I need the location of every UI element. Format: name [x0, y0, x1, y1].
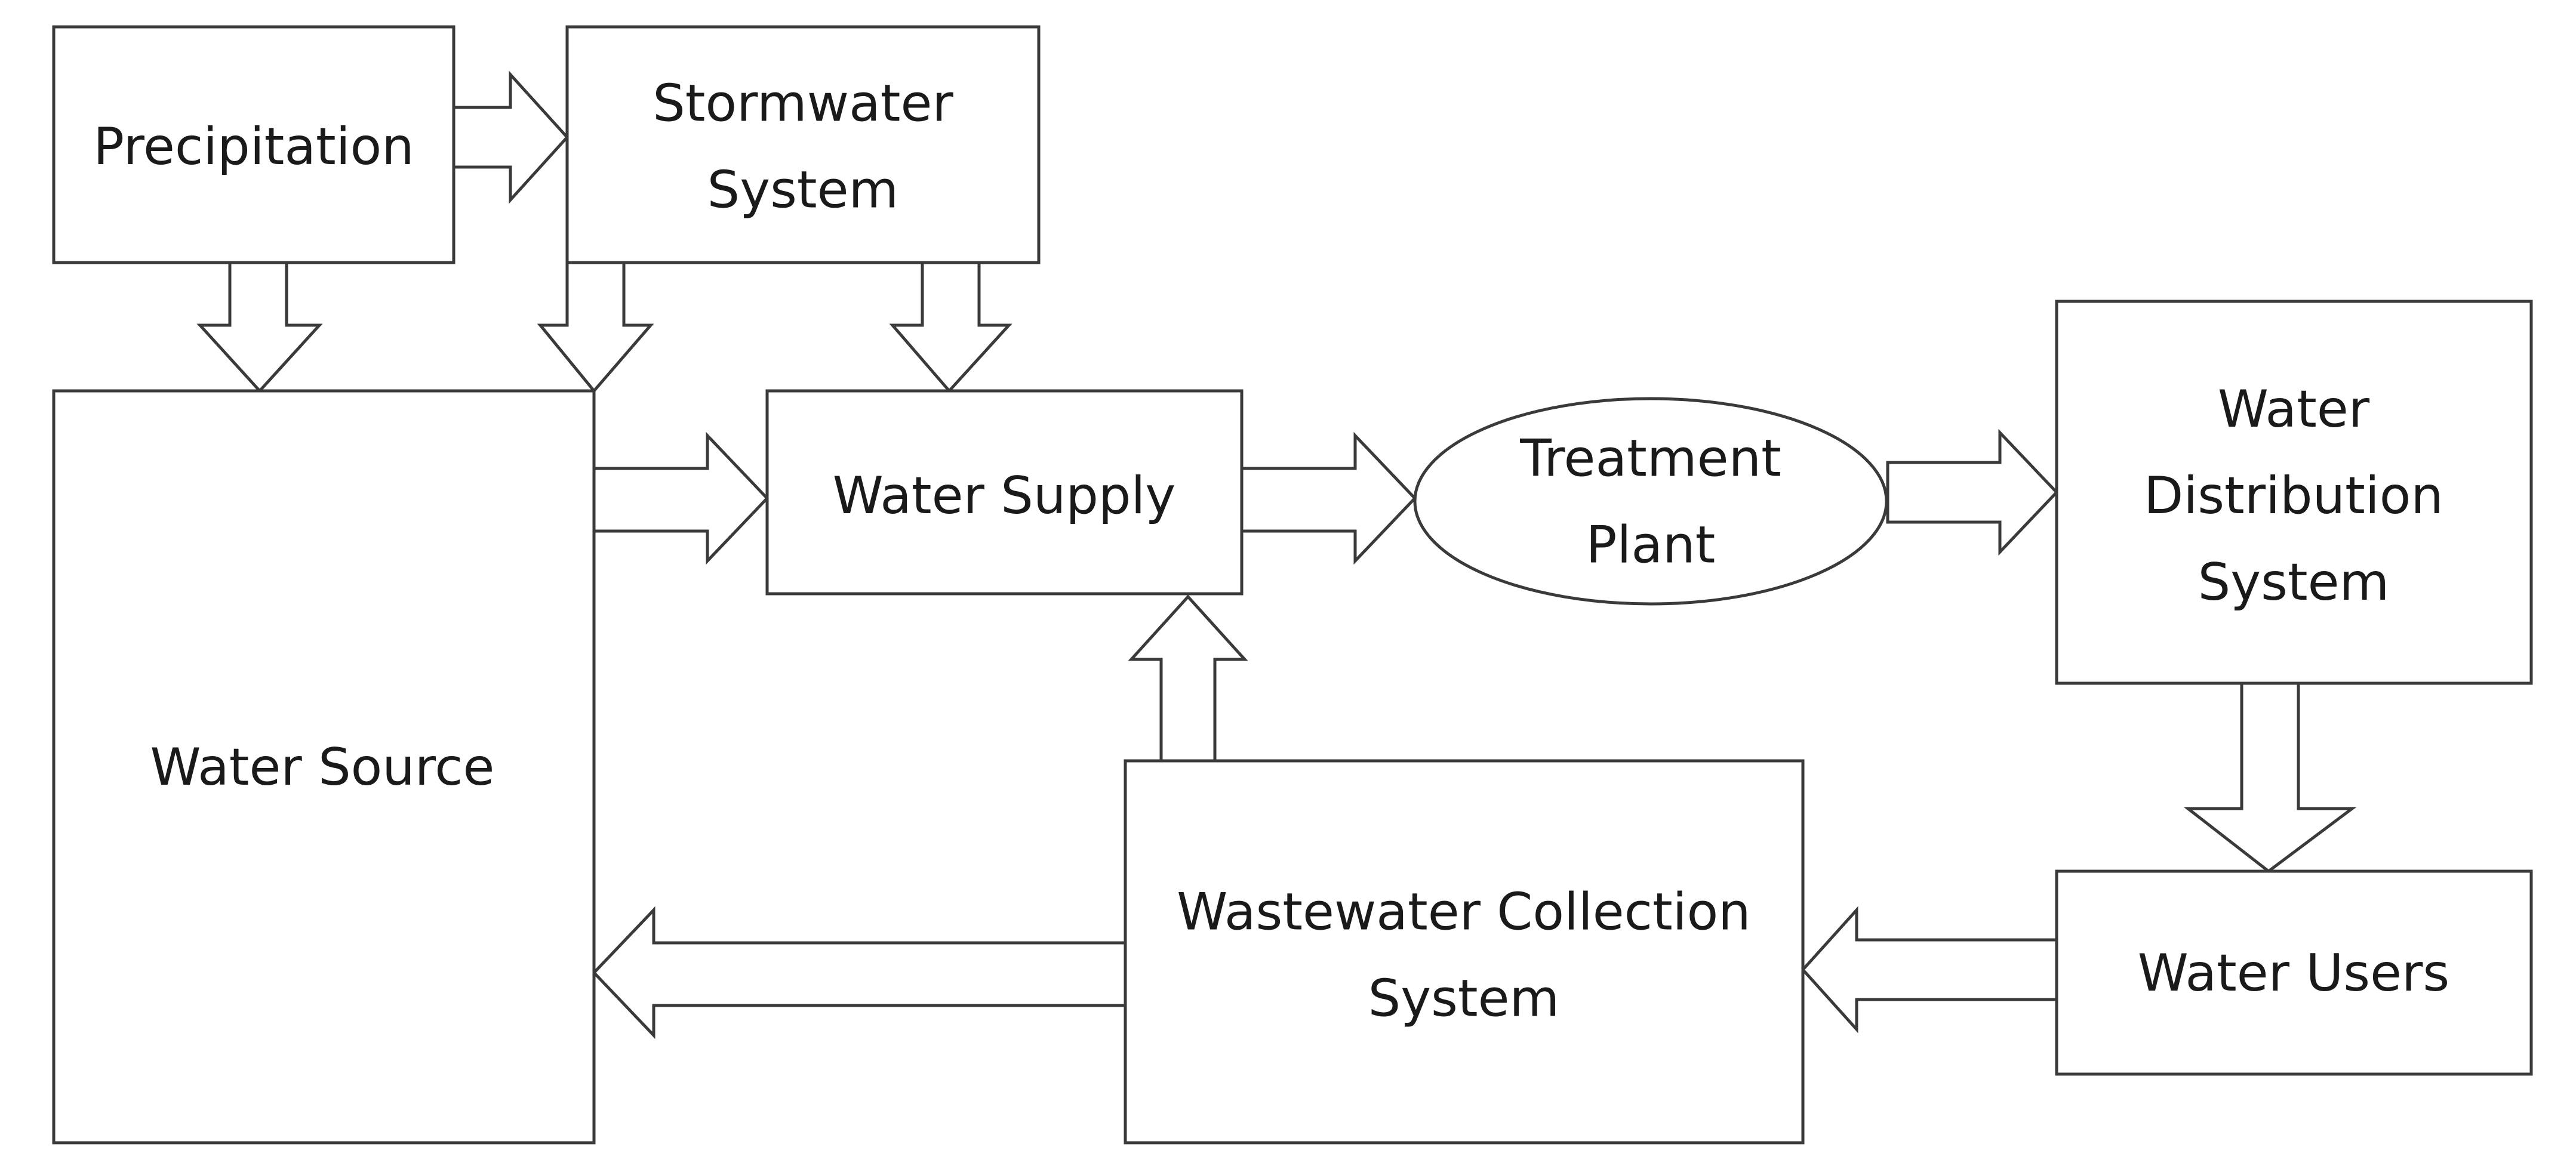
- node-precipitation-label: Precipitation: [93, 117, 414, 177]
- node-label-line: System: [707, 161, 899, 220]
- node-label-line: Treatment: [1519, 429, 1781, 489]
- node-label-line: Wastewater Collection: [1177, 883, 1750, 942]
- node-label-line: Water: [2218, 380, 2370, 439]
- node-label-line: Water Source: [150, 738, 495, 797]
- arrow-water-supply-to-treatment-plant: [1240, 431, 1417, 565]
- node-label-line: Distribution: [2144, 466, 2443, 526]
- node-label-line: System: [1368, 969, 1560, 1029]
- node-water-supply: Water Supply: [765, 389, 1244, 596]
- arrow-precipitation-to-stormwater: [452, 70, 570, 204]
- node-label-line: Plant: [1586, 516, 1716, 575]
- node-water-users: Water Users: [2055, 869, 2533, 1076]
- node-water-source: Water Source: [52, 389, 596, 1145]
- node-water-source-label: Water Source: [150, 738, 495, 797]
- arrow-precipitation-to-water-source: [196, 261, 323, 393]
- arrow-stormwater-to-water-supply: [889, 261, 1012, 393]
- node-label-line: System: [2198, 553, 2390, 612]
- node-precipitation: Precipitation: [52, 25, 456, 264]
- node-label-line: Stormwater: [653, 74, 953, 134]
- arrow-water-source-to-water-supply: [592, 431, 770, 565]
- arrow-distribution-to-water-users: [2183, 681, 2357, 874]
- arrow-wastewater-to-water-source: [592, 906, 1127, 1040]
- arrow-wastewater-to-water-supply: [1128, 594, 1248, 763]
- node-label-line: Water Users: [2138, 943, 2449, 1003]
- node-water-users-label: Water Users: [2138, 943, 2449, 1003]
- arrow-treatment-plant-to-distribution: [1886, 428, 2059, 556]
- arrow-water-users-to-wastewater: [1801, 906, 2058, 1034]
- node-water-supply-label: Water Supply: [833, 466, 1176, 526]
- arrow-stormwater-to-water-source: [537, 261, 654, 393]
- node-label-line: Water Supply: [833, 466, 1176, 526]
- node-label-line: Precipitation: [93, 117, 414, 177]
